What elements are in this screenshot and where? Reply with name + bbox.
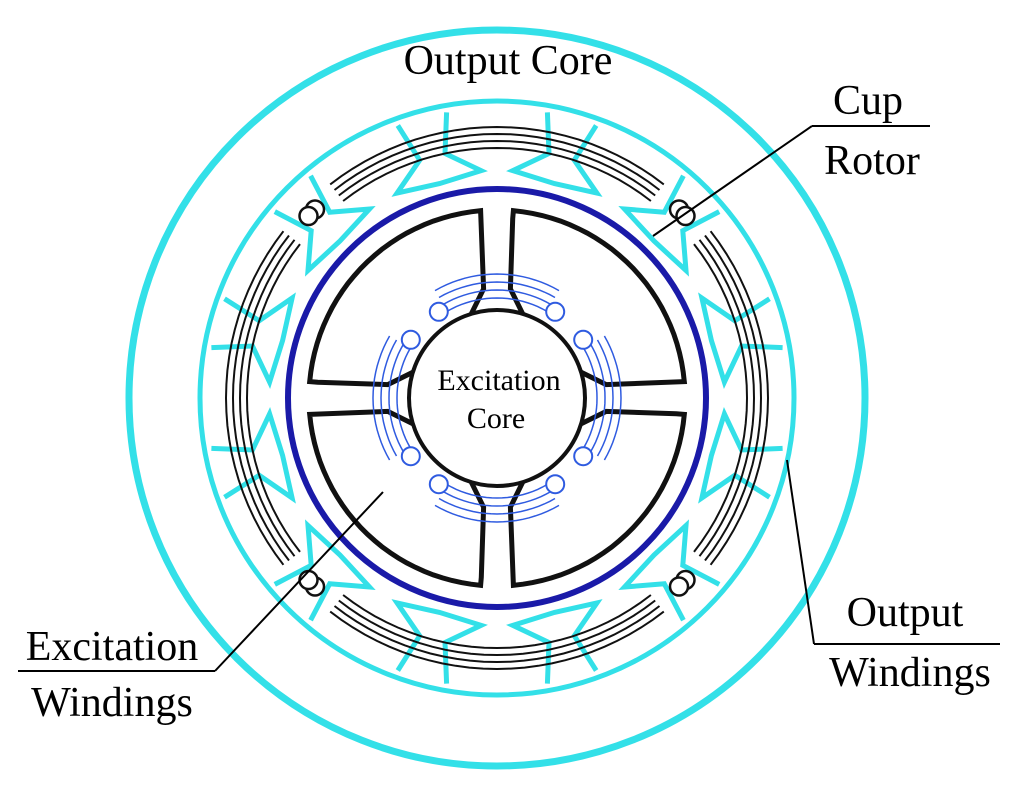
excitation-core-label-line1: Excitation [437,364,560,397]
excitation-winding-terminal [573,446,594,467]
output-core-tooth [618,174,721,277]
excitation-winding-turn [582,347,598,449]
excitation-winding-turn [589,343,606,453]
output-core-teeth [211,112,783,684]
output-core-tooth [211,407,296,504]
excitation-winding-terminal [400,329,421,350]
excitation-winding-turn [438,497,556,515]
output-core-label: Output Core [404,38,613,84]
output-winding-terminal [298,569,319,591]
cup-rotor [285,186,709,610]
excitation-winding-turn [438,281,556,299]
excitation-windings-label-line1: Excitation [26,624,199,670]
excitation-winding-terminal [428,301,449,322]
output-winding-turn [342,146,652,202]
excitation-windings-leader [214,491,384,672]
output-core-outer-ring [125,26,869,770]
leader-lines [18,125,1000,672]
output-winding-turn [329,125,665,186]
excitation-core [306,207,688,589]
output-windings-label-line1: Output [847,590,964,636]
output-winding-turn [342,594,652,650]
output-winding-turn [231,234,290,562]
output-core-tooth [698,292,783,389]
excitation-winding-turn [388,343,405,453]
output-windings-leader [786,459,815,645]
output-winding-turn [698,239,756,557]
output-core-tooth [211,292,296,389]
excitation-winding-terminal [545,474,566,495]
output-winding-turn [245,243,301,553]
cup-label: Cup [833,78,903,124]
output-core-tooth [618,519,721,622]
output-windings [224,125,770,671]
output-winding-terminal [668,576,690,597]
excitation-winding-terminal [573,329,594,350]
output-winding-turn [704,234,763,562]
excitation-core-pole [507,408,688,589]
output-windings-label-line2: Windings [829,650,991,696]
output-core-inner-ring [197,98,797,698]
output-core-tooth [273,519,376,622]
output-winding-turn [238,239,296,557]
output-winding-turn [693,243,749,553]
rotor-label: Rotor [824,138,920,184]
output-core-tooth [506,599,603,684]
output-winding-terminal [298,205,319,227]
excitation-windings [372,273,622,523]
excitation-core-pole [306,207,487,388]
excitation-windings-label-line2: Windings [31,680,193,726]
excitation-core-label-line2: Core [467,402,525,435]
output-winding-turn [338,139,656,197]
output-winding-turn [329,610,665,671]
excitation-winding-terminal [400,446,421,467]
excitation-winding-turn [434,504,560,523]
output-core-tooth [273,174,376,277]
excitation-winding-turn [446,483,548,499]
excitation-winding-turn [380,339,398,457]
output-winding-turn [224,230,285,566]
output-winding-turn [709,230,770,566]
excitation-winding-turn [442,289,552,306]
excitation-winding-turn [603,335,622,461]
excitation-winding-turn [396,347,412,449]
excitation-winding-turn [434,273,560,292]
excitation-winding-terminal [545,301,566,322]
excitation-winding-turn [372,335,391,461]
excitation-winding-terminal [428,474,449,495]
excitation-winding-turn [446,297,548,313]
output-core-tooth [391,112,488,197]
output-core-tooth [698,407,783,504]
excitation-winding-turn [442,490,552,507]
excitation-core-pole [306,408,487,589]
excitation-core-hub [407,308,587,488]
output-core-tooth [506,112,603,197]
output-core-tooth [391,599,488,684]
output-winding-turn [338,599,656,657]
output-winding-turn [333,132,661,191]
cup-rotor-leader [652,125,813,237]
excitation-winding-turn [596,339,614,457]
excitation-core-pole [507,207,688,388]
output-winding-turn [333,605,661,664]
